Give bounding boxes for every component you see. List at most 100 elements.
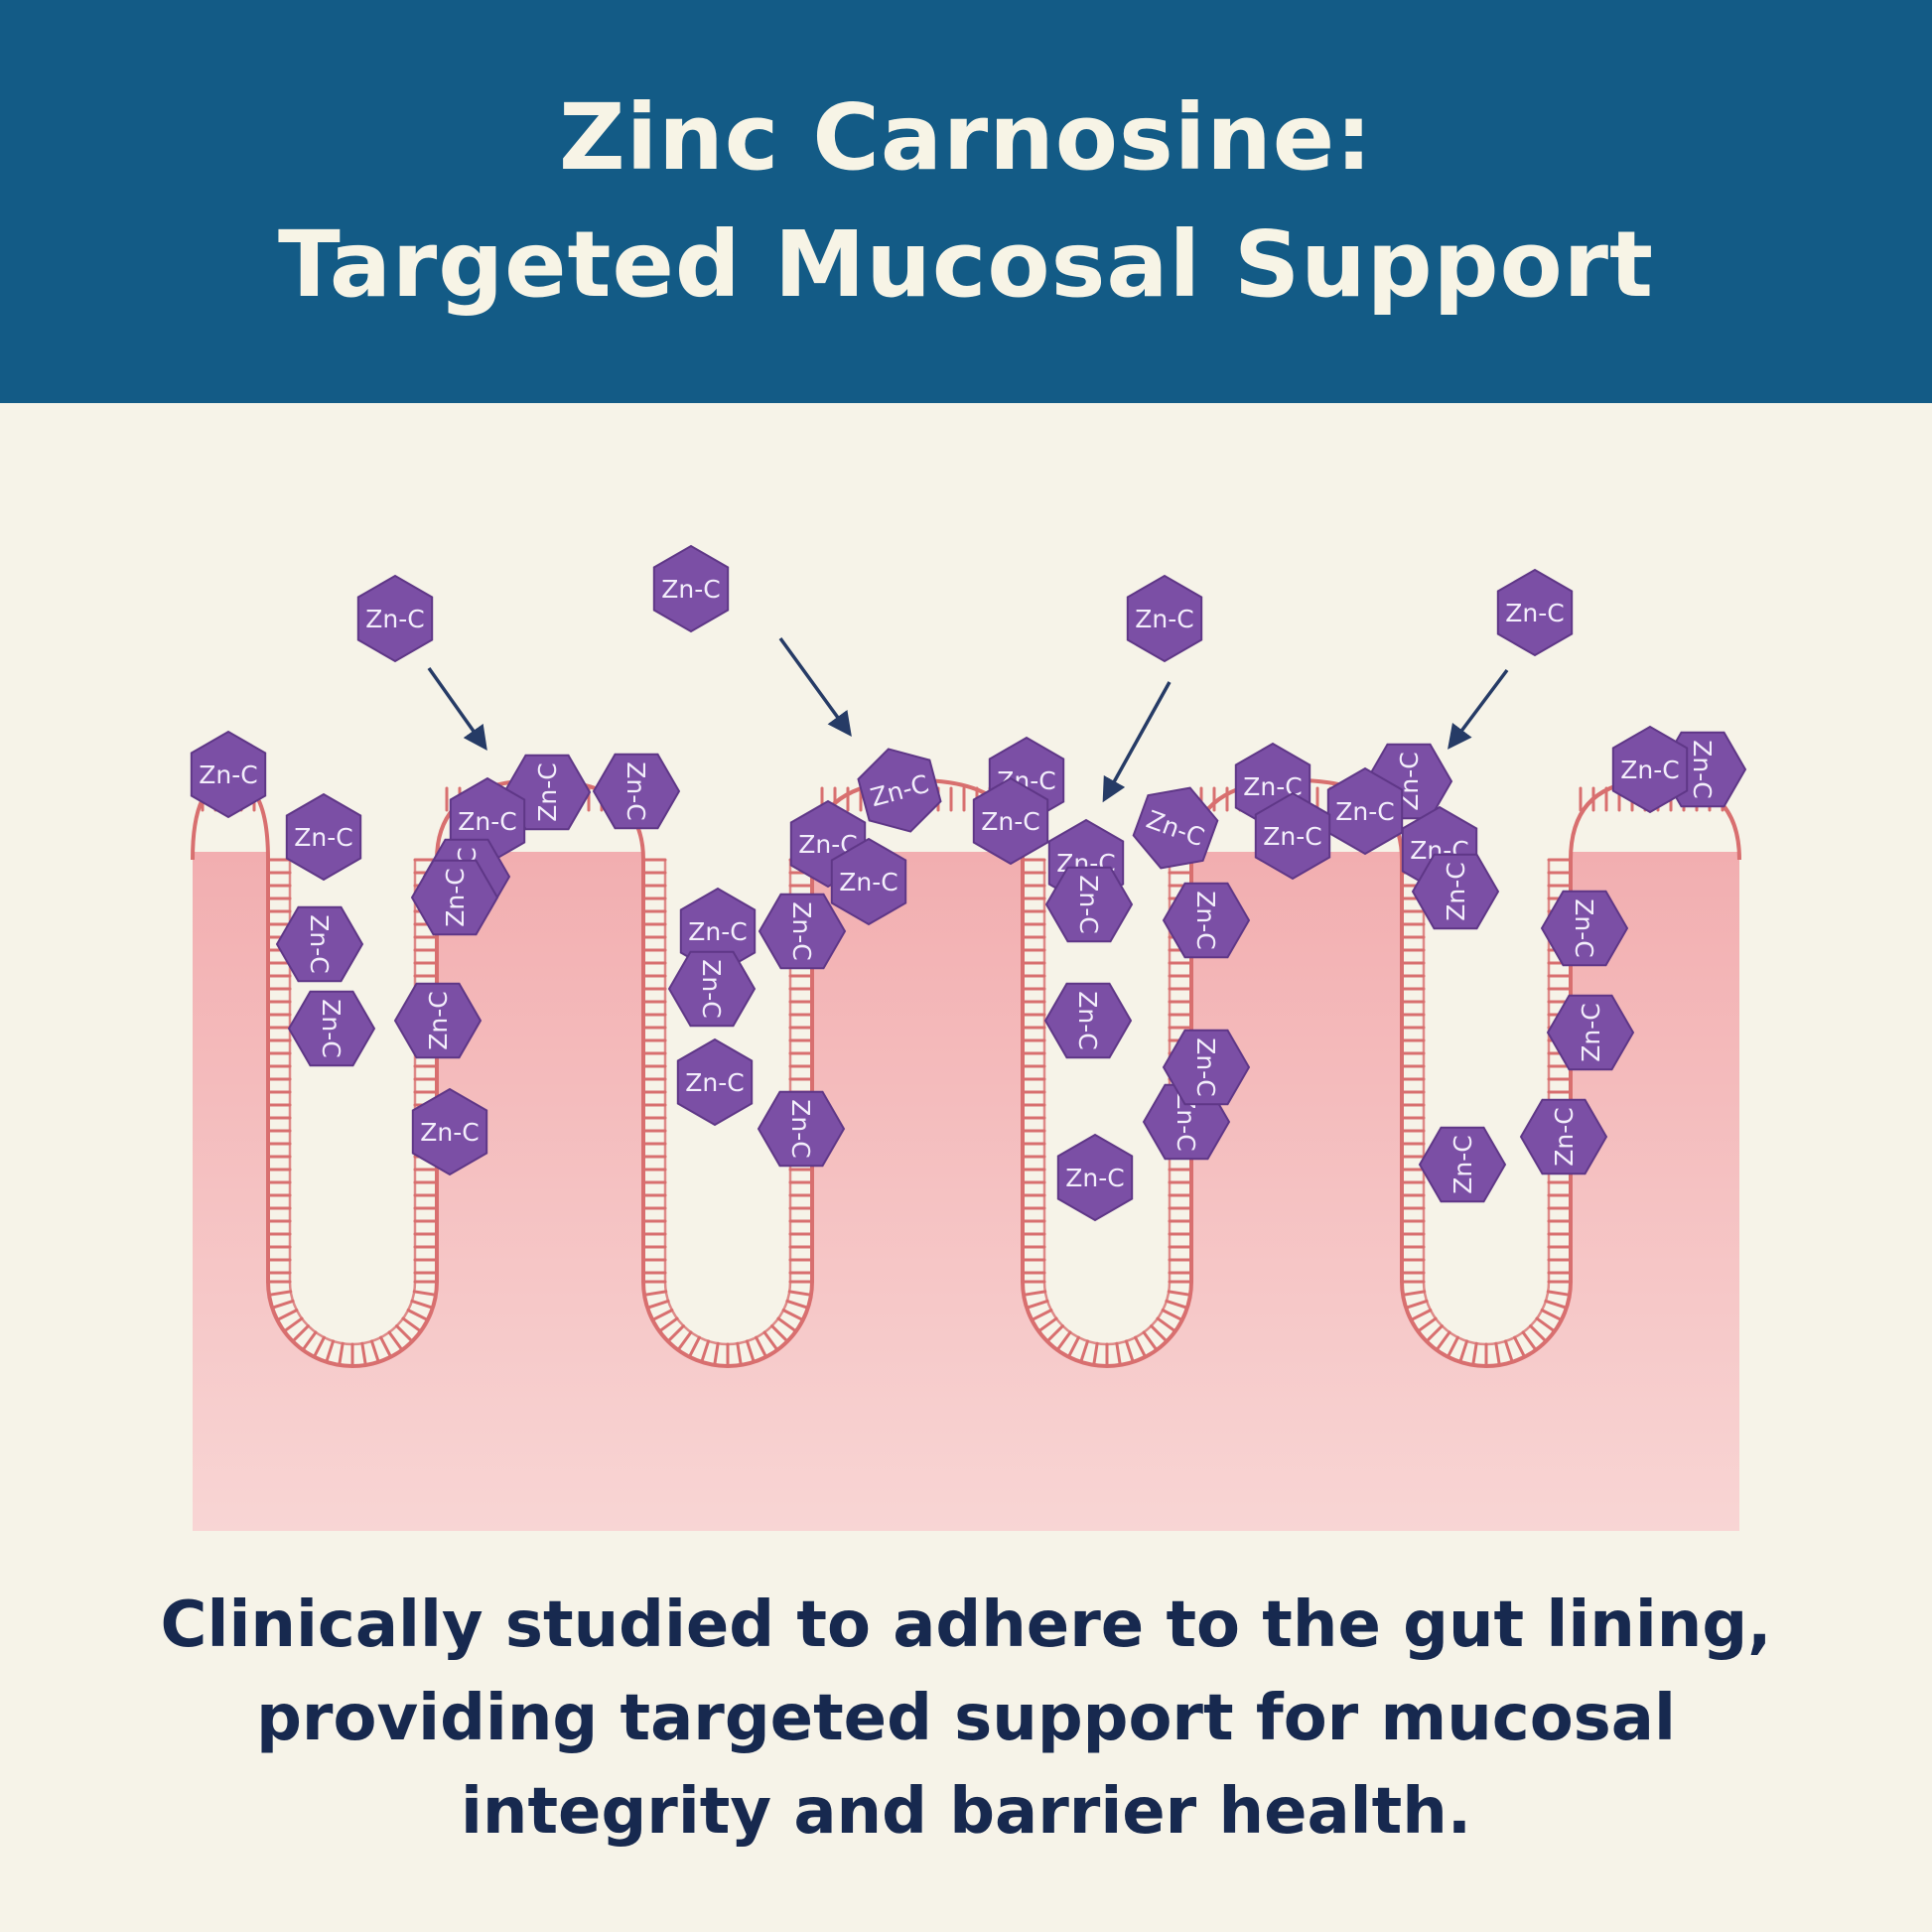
molecule-label: Zn-C [424, 991, 453, 1049]
molecule-label: Zn-C [1191, 891, 1220, 949]
microvillus [657, 1316, 679, 1333]
title-line-1: Zinc Carnosine: [559, 84, 1373, 191]
molecule-label: Zn-C [305, 914, 334, 973]
microvillus [1092, 1341, 1099, 1367]
microvillus [1446, 1335, 1459, 1359]
hexagon-icon [1043, 982, 1133, 1059]
hexagon-icon [667, 950, 757, 1028]
molecule-label: Zn-C [1135, 605, 1193, 633]
hexagon-icon [356, 574, 434, 663]
microvillus [1161, 1309, 1184, 1322]
molecule-label: Zn-C [1570, 898, 1598, 957]
hexagon-icon [1519, 1098, 1608, 1175]
molecule-label: Zn-C [697, 959, 726, 1018]
hexagon-icon [1540, 890, 1629, 967]
zn-c-molecule: Zn-C [972, 776, 1049, 866]
microvillus [1401, 1290, 1427, 1297]
molecule-label: Zn-C [1263, 822, 1321, 851]
microvillus [312, 1335, 326, 1359]
molecule-label: Zn-C [533, 762, 562, 821]
hexagon-icon [857, 748, 942, 833]
hexagon-icon [830, 837, 907, 926]
zn-c-molecule: Zn-C [676, 1037, 754, 1127]
molecule-label: Zn-C [441, 868, 470, 926]
molecule-label: Zn-C [294, 823, 352, 852]
zn-c-molecule: Zn-C [411, 1087, 488, 1176]
microvillus [1425, 1324, 1444, 1343]
hexagon-icon [676, 1037, 754, 1127]
hexagon-icon [393, 982, 483, 1059]
caption: Clinically studied to adhere to the gut … [0, 1579, 1932, 1859]
zn-c-molecule: Zn-C [1418, 1126, 1507, 1203]
zn-c-molecule: Zn-C [1132, 786, 1219, 870]
microvillus [1030, 1309, 1053, 1322]
hexagon-icon [1411, 853, 1500, 930]
molecule-label: Zn-C [1577, 1003, 1605, 1061]
zn-c-molecule: Zn-C [393, 982, 483, 1059]
zn-c-molecule: Zn-C [1056, 1133, 1134, 1222]
microvillus [700, 1339, 711, 1364]
hexagon-icon [285, 792, 362, 882]
molecule-label: Zn-C [1065, 1164, 1124, 1192]
microvillus [1134, 1335, 1148, 1359]
microvillus [301, 1330, 318, 1352]
microvillus [325, 1339, 336, 1364]
hexagon-icon [411, 1087, 488, 1176]
caption-line-1: Clinically studied to adhere to the gut … [160, 1588, 1772, 1662]
microvillus [1036, 1316, 1058, 1333]
microvillus [666, 1324, 685, 1343]
microvillus [1079, 1339, 1090, 1364]
zn-c-molecule: Zn-C [667, 950, 757, 1028]
caption-line-3: integrity and barrier health. [460, 1775, 1472, 1849]
microvillus [1535, 1316, 1557, 1333]
crypt-inner-membrane-1 [288, 860, 417, 1346]
molecule-label: Zn-C [685, 1068, 744, 1097]
microvillus [360, 1341, 367, 1367]
microvillus [650, 1309, 674, 1322]
hexagon-icon [410, 859, 499, 936]
microvillus [1544, 1299, 1569, 1310]
zn-c-molecule: Zn-C [275, 905, 364, 983]
hexagon-icon [1254, 791, 1331, 881]
arrow-icon [1102, 681, 1172, 803]
zn-c-molecule: Zn-C [1326, 766, 1404, 856]
hexagon-icon [1546, 994, 1635, 1071]
arrows [427, 636, 1509, 803]
microvillus [1066, 1335, 1080, 1359]
microvillus [1055, 1330, 1072, 1352]
hexagon-icon [1418, 1126, 1507, 1203]
microvillus [291, 1324, 310, 1343]
microvillus [770, 1324, 789, 1343]
molecule-label: Zn-C [621, 761, 650, 820]
microvillus [1416, 1316, 1438, 1333]
microvillus [369, 1339, 380, 1364]
microvillus [1458, 1339, 1469, 1364]
zn-c-molecule: Zn-C [830, 837, 907, 926]
molecule-label: Zn-C [1442, 862, 1470, 920]
zn-c-molecule: Zn-C [1611, 725, 1689, 814]
microvillus [781, 1309, 805, 1322]
molecule-label: Zn-C [365, 605, 424, 633]
microvillus [267, 1290, 293, 1297]
hexagon-icon [1126, 574, 1203, 663]
zn-c-molecule: Zn-C [1254, 791, 1331, 881]
molecule-label: Zn-C [786, 1099, 815, 1158]
zn-c-molecule: Zn-C [1126, 574, 1203, 663]
zn-c-molecule: Zn-C [758, 893, 847, 970]
crypt-cavity-4 [1402, 810, 1571, 1366]
microvillus [1022, 1290, 1047, 1297]
microvillus [787, 1290, 813, 1297]
microvillus [1546, 1290, 1572, 1297]
microvillus [776, 1316, 798, 1333]
hexagon-icon [592, 753, 681, 830]
molecule-label: Zn-C [199, 760, 257, 789]
title-line-2: Targeted Mucosal Support [277, 211, 1655, 318]
hexagon-icon [502, 754, 592, 831]
zn-c-molecule: Zn-C [1546, 994, 1635, 1071]
microvillus [1165, 1299, 1189, 1310]
header-banner: Zinc Carnosine: Targeted Mucosal Support [0, 0, 1932, 403]
molecule-label: Zn-C [1620, 756, 1679, 784]
hexagon-icon [1326, 766, 1404, 856]
